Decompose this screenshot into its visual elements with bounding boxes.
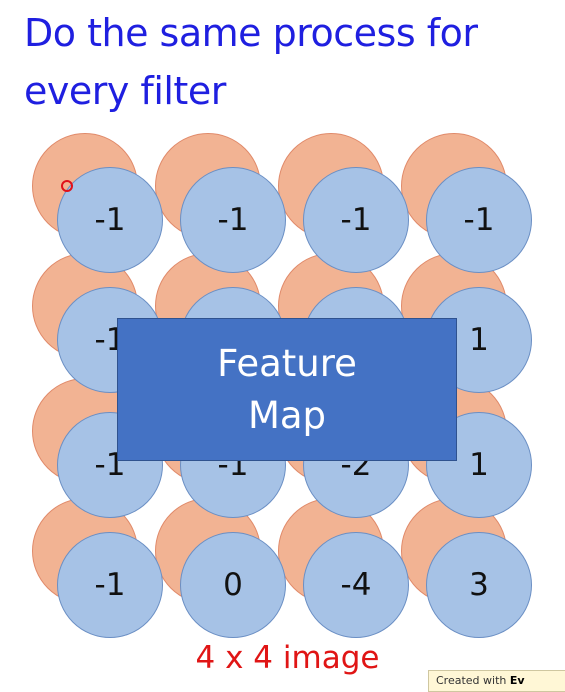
feature-map-box: Feature Map [117,318,457,461]
feature-value-circle: -1 [303,167,409,273]
watermark: Created with Ev [428,670,565,692]
slide-title: Do the same process for every filter [24,11,478,113]
feature-value-circle: 0 [180,532,286,638]
feature-value-circle: -1 [426,167,532,273]
feature-value-circle: -1 [57,412,163,518]
pointer-cursor-icon [61,180,73,192]
feature-value-circle: -1 [57,167,163,273]
feature-map-label-line2: Map [247,393,327,437]
image-size-caption: 4 x 4 image [195,640,380,676]
feature-value-circle: -1 [180,167,286,273]
feature-value-circle: -4 [303,532,409,638]
feature-map-label-line1: Feature [217,341,357,385]
watermark-prefix: Created with [436,674,510,687]
watermark-brand: Ev [509,674,525,687]
feature-value-circle: -1 [57,532,163,638]
feature-value-circle: 3 [426,532,532,638]
